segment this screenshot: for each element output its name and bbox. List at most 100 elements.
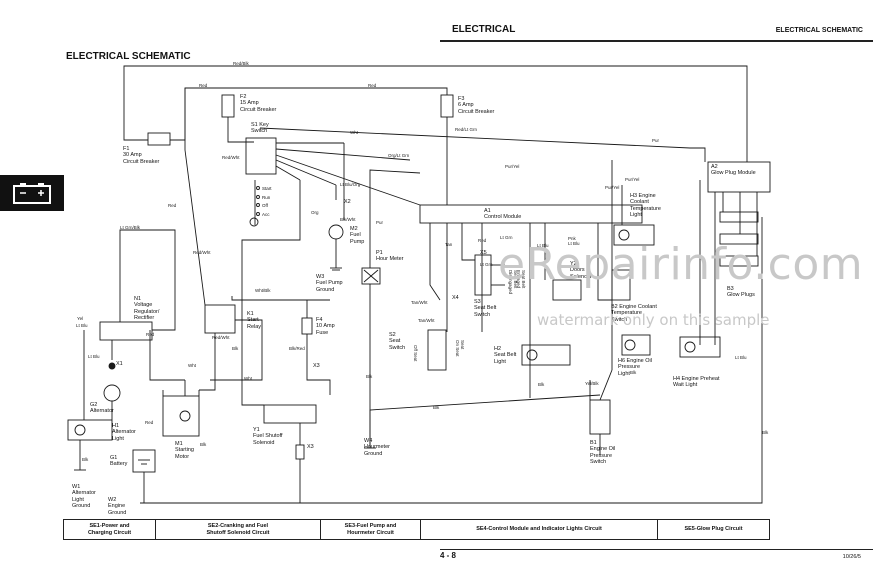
wire-label: Blk/Wht [340, 217, 356, 222]
battery-icon [13, 183, 51, 204]
wire-label: Wht [188, 363, 197, 368]
s2-seat-switch [427, 329, 447, 371]
wire-label: Blk [82, 457, 89, 462]
glow-plug-3 [719, 255, 759, 267]
a1-control-module [419, 204, 643, 224]
a2-glow-plug-module [707, 161, 771, 193]
s2-label: S2 Seat Switch [389, 332, 406, 351]
circuit-se1: SE1-Power and Charging Circuit [64, 520, 156, 539]
wire-label: Blk [630, 370, 637, 375]
h4-preheat-light [679, 336, 721, 358]
f1-label: F1 30 Amp Circuit Breaker [123, 146, 160, 165]
connector-x1: X1 [116, 361, 123, 367]
circuit-se5: SE5-Glow Plug Circuit [684, 526, 743, 533]
g2-alternator [103, 384, 121, 402]
s3-label: S3 Seat Belt Switch [474, 299, 497, 318]
a2-label: A2 Glow Plug Module [711, 164, 756, 177]
wire-label: Red/Wht [212, 335, 230, 340]
wire-label: Wht [244, 376, 253, 381]
wire-label: Tan/Wht [418, 318, 435, 323]
wire-label: Lt Blu [88, 354, 100, 359]
wire-label: Lt Blu [76, 323, 88, 328]
wire-label: Red [478, 238, 487, 243]
k1-label: K1 Start Relay [247, 311, 262, 330]
f2-label: F2 15 Amp Circuit Breaker [240, 94, 277, 113]
p1-hour-meter [361, 267, 381, 285]
m1-label: M1 Starting Motor [175, 441, 194, 460]
a1-label: A1 Control Module [484, 208, 522, 221]
wire-label: Wht [350, 130, 359, 135]
b2-label: B2 Engine Coolant Temperature Switch [611, 304, 657, 323]
wire-label: Red [146, 332, 155, 337]
g2-label: G2 Alternator [90, 402, 114, 415]
wire-label: Pur [652, 138, 660, 143]
page-date: 10/26/5 [842, 554, 861, 560]
wire-label: Yel [77, 316, 84, 321]
wire-label: Red [199, 83, 208, 88]
w4-label: W4 Hourmeter Ground [364, 438, 390, 457]
footer-rule [440, 549, 873, 550]
wire-label: Lt Grn [500, 235, 513, 240]
y1-label: Y1 Fuel Shutoff Solenoid [253, 427, 283, 446]
s1-key-switch [245, 137, 277, 175]
h4-label: H4 Engine Preheat Wait Light [673, 376, 720, 389]
wire-label: Blk [538, 382, 545, 387]
seat-on-label: Seat On Seat [455, 340, 465, 357]
wire-label: Red [145, 420, 154, 425]
connector-x3a: X3 [313, 363, 320, 369]
y1-fuel-shutoff-solenoid [263, 404, 317, 424]
wire-label: Red [368, 83, 377, 88]
wire-label: Lt Blu [537, 243, 549, 248]
connector-x3b: X3 [307, 444, 314, 450]
h6-label: H6 Engine Oil Pressure Light [618, 358, 652, 377]
g1-label: G1 Battery [110, 455, 128, 468]
wire-label: Org [311, 210, 319, 215]
wire-label: Pur/Yel [505, 164, 520, 169]
wire-label: Red/Lt Grn [455, 127, 478, 132]
wire-label: Blk [433, 405, 440, 410]
m2-label: M2 Fuel Pump [350, 226, 365, 245]
connector-x5: X5 [480, 250, 487, 256]
seat-belt-disengaged-label: Seat Belt Disengaged [508, 270, 518, 295]
wire-label: Red/Wht [222, 155, 240, 160]
glow-plug-1 [719, 211, 759, 223]
s3-seat-belt-switch [474, 254, 492, 296]
wire-label: Lt Blu/Org [340, 182, 361, 187]
b1-label: B1 Engine Oil Pressure Switch [590, 440, 616, 465]
h1-alternator-light [67, 419, 113, 441]
glow-plug-2 [719, 233, 759, 245]
wire-label: Lt Grn [480, 262, 493, 267]
wire-label: Blk [232, 346, 239, 351]
f2-breaker [221, 94, 235, 118]
wire-label: Pnk Lt Blu [568, 236, 580, 246]
b3-label: B3 Glow Plugs [727, 286, 755, 299]
wire-label: Lt Grn/Blk [120, 225, 141, 230]
page-number: 4 - 8 [440, 551, 457, 560]
watermark: eRepairinfo.com [498, 239, 864, 290]
h2-label: H2 Seat Belt Light [494, 346, 517, 365]
f4-fuse [301, 317, 313, 335]
m2-fuel-pump [328, 224, 344, 240]
h2-seat-belt-light [521, 344, 571, 366]
wire-label: Tan/Wht [411, 300, 428, 305]
y2-label: Y2 Doors Solenoid [570, 261, 592, 280]
n1-voltage-regulator [99, 321, 153, 341]
wire-label: Blk/Red [289, 346, 305, 351]
circuit-legend: SE1-Power and Charging Circuit SE2-Crank… [63, 519, 770, 540]
m1-starting-motor [162, 395, 200, 437]
circuit-se3: SE3-Fuel Pump and Hourmeter Circuit [321, 520, 421, 539]
wire-label: Pur/Yel [605, 185, 620, 190]
wire-label: Blk [366, 374, 373, 379]
wire-label: Blk [200, 442, 207, 447]
y2-solenoid [552, 279, 582, 301]
h3-coolant-temp-light [613, 224, 655, 246]
f1-breaker [147, 132, 171, 146]
f3-breaker [440, 94, 454, 118]
wire-label: Red [168, 203, 177, 208]
seat-belt-engaged-label: Seat Belt Engaged [516, 270, 526, 289]
section-tab [0, 175, 64, 211]
s1-label: S1 Key Switch [251, 122, 269, 135]
circuit-se4: SE4-Control Module and Indicator Lights … [421, 520, 658, 539]
